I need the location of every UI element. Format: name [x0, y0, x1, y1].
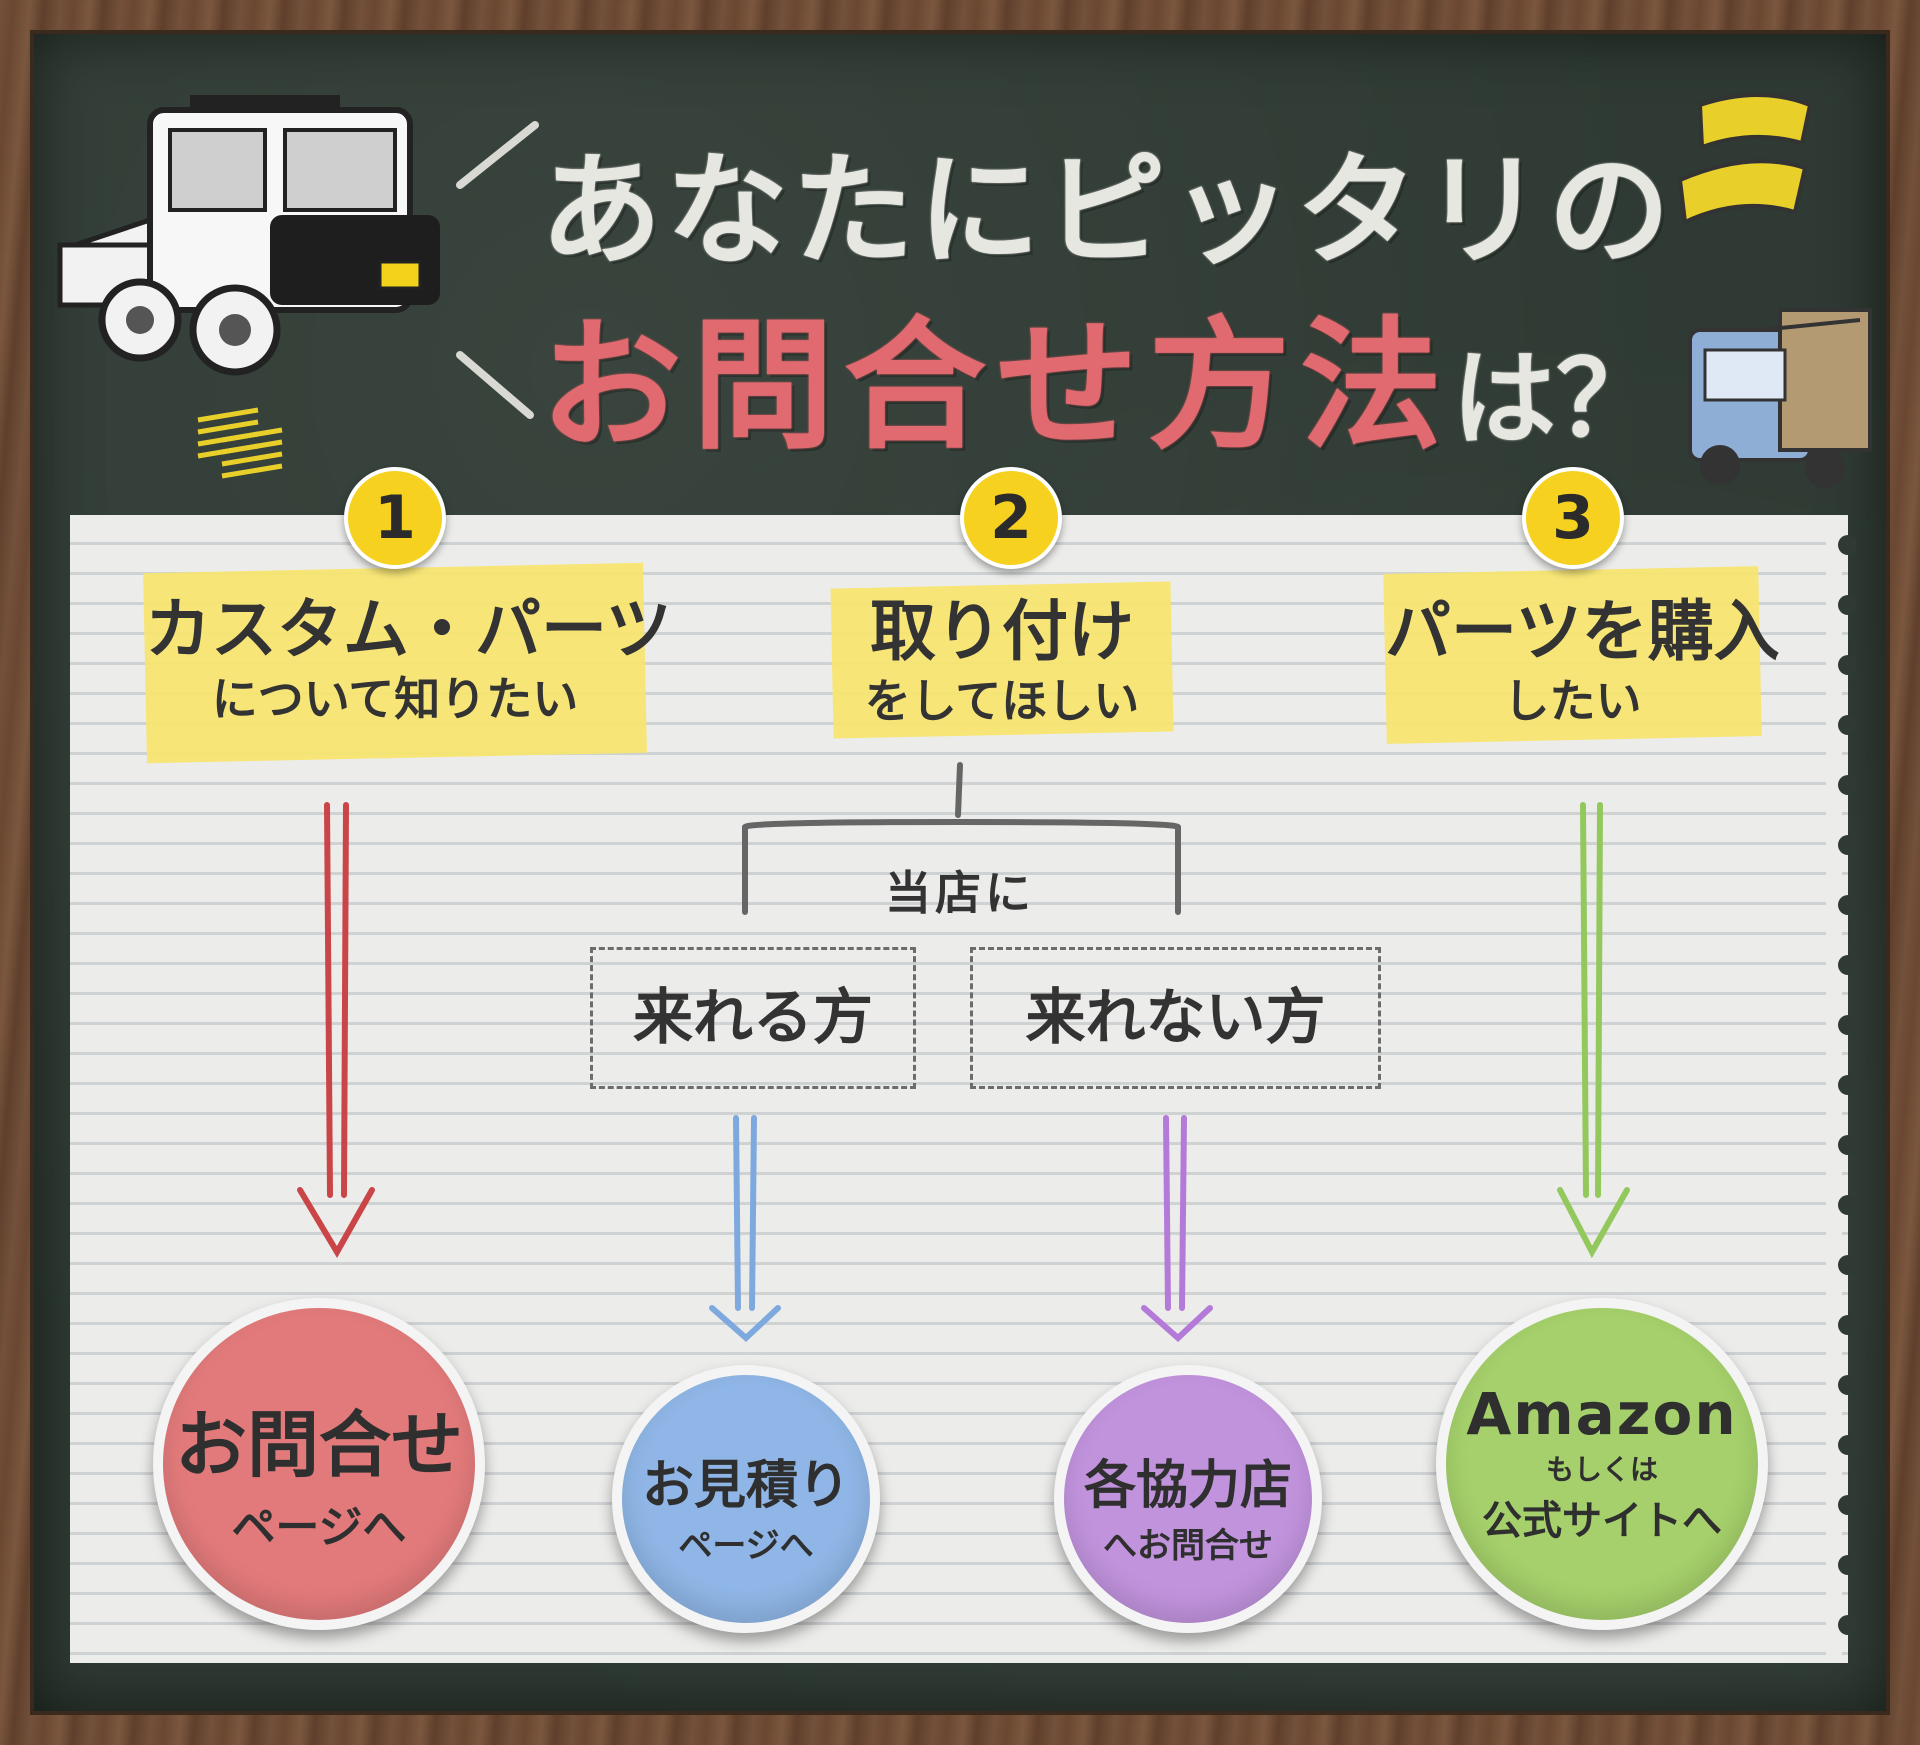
kei-truck-illustration	[56, 95, 440, 376]
option-3-label: パーツを購入 したい	[1385, 592, 1780, 730]
amazon-label: Amazon	[1466, 1380, 1738, 1448]
contact-page-button[interactable]: お問合せ ページへ	[153, 1298, 485, 1630]
number-badge-3: 3	[1522, 467, 1624, 569]
can-come-box: 来れる方	[590, 947, 916, 1089]
brake-pad-illustration	[1677, 93, 1813, 225]
torn-paper-edge	[1826, 515, 1856, 1663]
arrow-option-3	[1557, 802, 1630, 1259]
partner-shops-line-1: 各協力店	[1083, 1456, 1292, 1516]
estimate-page-line-1: お見積り	[641, 1456, 850, 1516]
estimate-page-line-2: ページへ	[678, 1526, 814, 1566]
partner-shops-line-2: へお問合せ	[1103, 1526, 1273, 1566]
can-come-label: 来れる方	[633, 983, 873, 1053]
spring-illustration	[197, 407, 283, 479]
option-2-line-2: をしてほしい	[864, 674, 1140, 728]
number-badge-1: 1	[344, 467, 446, 569]
arrow-cannot-come	[1141, 1115, 1213, 1343]
option-1-line-1: カスタム・パーツ	[145, 591, 672, 668]
option-3-line-1: パーツを購入	[1385, 593, 1780, 670]
option-1-label: カスタム・パーツ について知りたい	[145, 590, 672, 728]
estimate-page-button[interactable]: お見積り ページへ	[612, 1365, 880, 1633]
number-badge-2: 2	[960, 467, 1062, 569]
option-1-line-2: について知りたい	[211, 672, 579, 726]
cannot-come-box: 来れない方	[970, 947, 1381, 1089]
arrow-can-come	[709, 1115, 781, 1343]
title-highlight: お問合せ方法	[540, 304, 1452, 469]
cannot-come-label: 来れない方	[1025, 983, 1326, 1053]
amazon-official-site-button[interactable]: Amazon もしくは 公式サイトへ	[1436, 1298, 1768, 1630]
title-line-1: あなたにピッタリの	[540, 140, 1674, 282]
title-ending: は？	[1452, 338, 1661, 460]
branch-bracket	[742, 762, 1181, 915]
branch-label: 当店に	[885, 866, 1035, 920]
title-line-2: お問合せ方法は？	[540, 270, 1660, 476]
option-2-line-1: 取り付け	[870, 593, 1134, 670]
chalk-marks	[456, 121, 539, 419]
contact-page-line-2: ページへ	[231, 1502, 407, 1553]
amazon-or-label: もしくは	[1545, 1453, 1658, 1486]
camper-truck-illustration	[1688, 308, 1872, 488]
official-site-label: 公式サイトへ	[1482, 1498, 1722, 1544]
option-2-label: 取り付け をしてほしい	[832, 592, 1172, 730]
option-3-line-2: したい	[1503, 674, 1642, 728]
partner-shops-button[interactable]: 各協力店 へお問合せ	[1054, 1365, 1322, 1633]
contact-page-line-1: お問合せ	[174, 1403, 463, 1487]
arrow-option-1	[297, 802, 375, 1258]
